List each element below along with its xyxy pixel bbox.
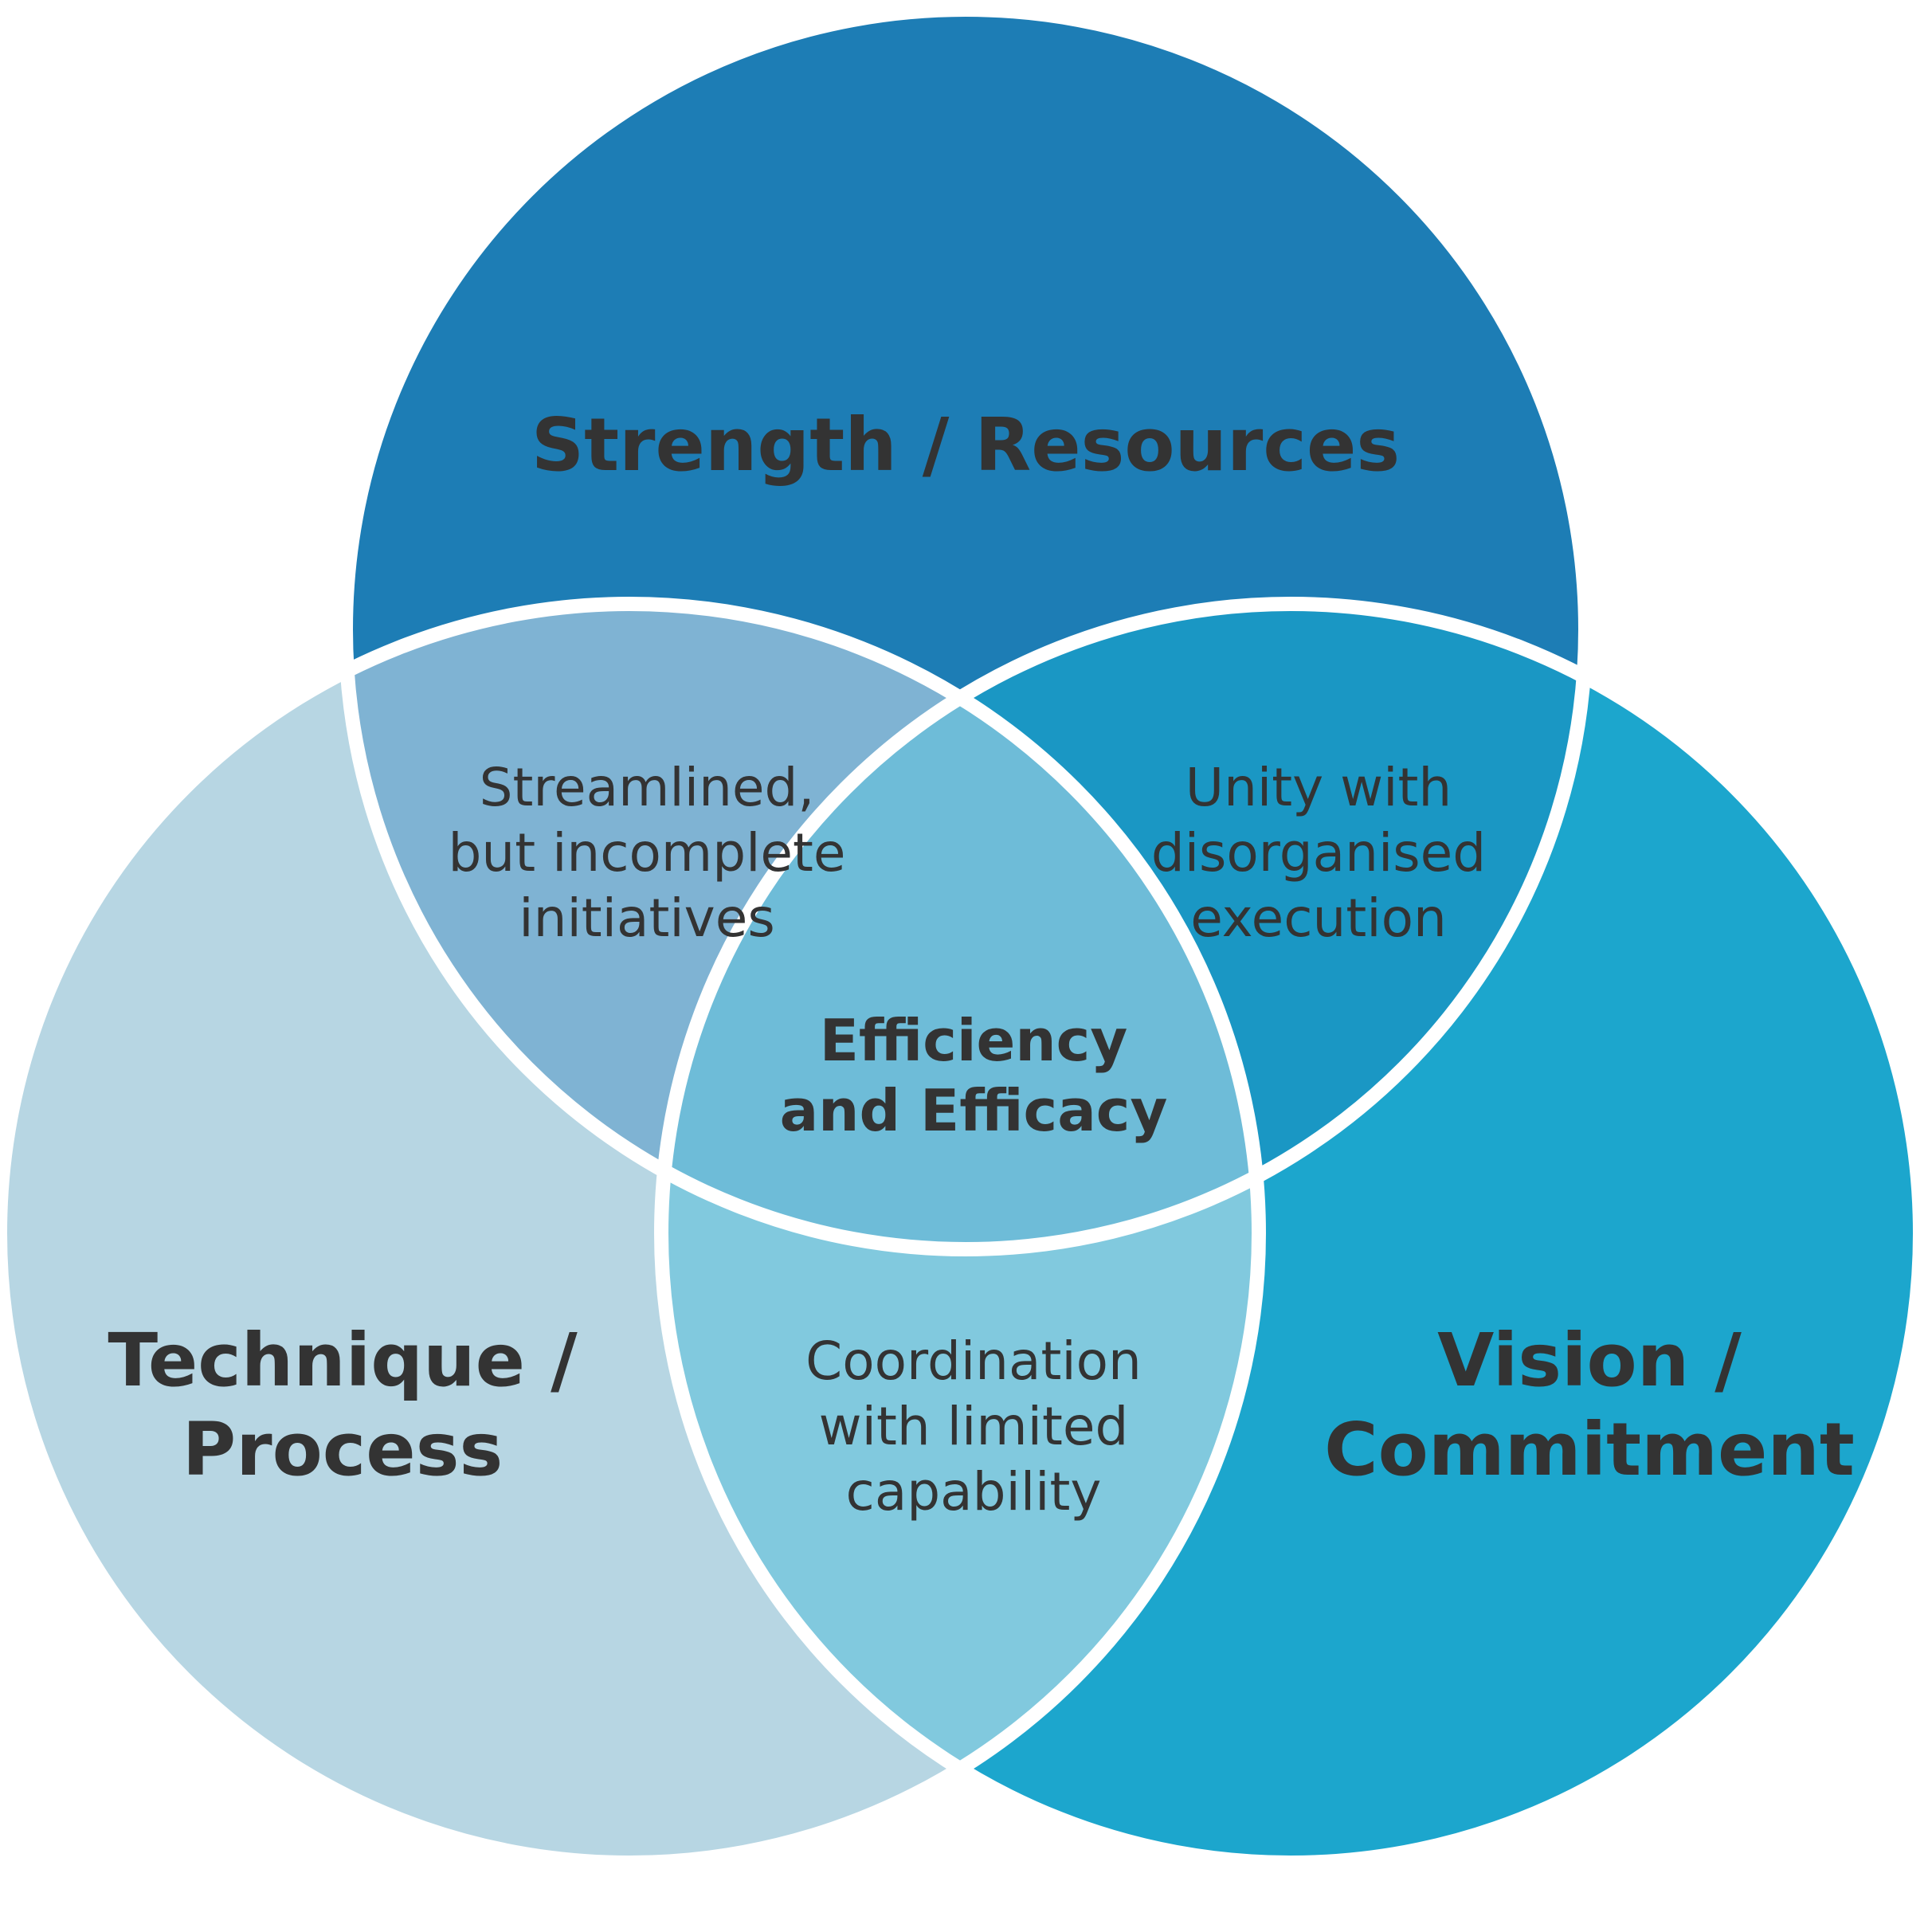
label-line: Process	[182, 1407, 503, 1492]
label-line: with limited	[819, 1396, 1129, 1457]
label-line: Strength / Resources	[531, 402, 1400, 488]
label-line: initiatives	[519, 888, 774, 949]
label-strength-resources: Strength / Resources	[531, 402, 1400, 488]
divider-outline-right	[654, 597, 1927, 1870]
label-line: Vision /	[1437, 1318, 1742, 1403]
label-vision-commitment: Vision /Commitment	[1324, 1318, 1855, 1492]
label-line: Coordination	[805, 1330, 1142, 1392]
label-line: Efficiency	[820, 1007, 1128, 1074]
label-line: and Efficacy	[780, 1077, 1168, 1144]
label-line: but incomplete	[448, 822, 845, 884]
divider-outline-top	[339, 2, 1593, 1256]
label-line: Streamlined,	[480, 757, 815, 818]
label-line: disorganised	[1151, 822, 1486, 884]
divider-outline-left	[0, 597, 1266, 1870]
label-line: Unity with	[1185, 757, 1452, 818]
label-line: Technique /	[108, 1318, 578, 1403]
label-line: Commitment	[1324, 1407, 1855, 1492]
label-line: execution	[1190, 888, 1447, 949]
label-line: capability	[846, 1461, 1102, 1522]
label-technique-process: Technique /Process	[108, 1318, 578, 1492]
